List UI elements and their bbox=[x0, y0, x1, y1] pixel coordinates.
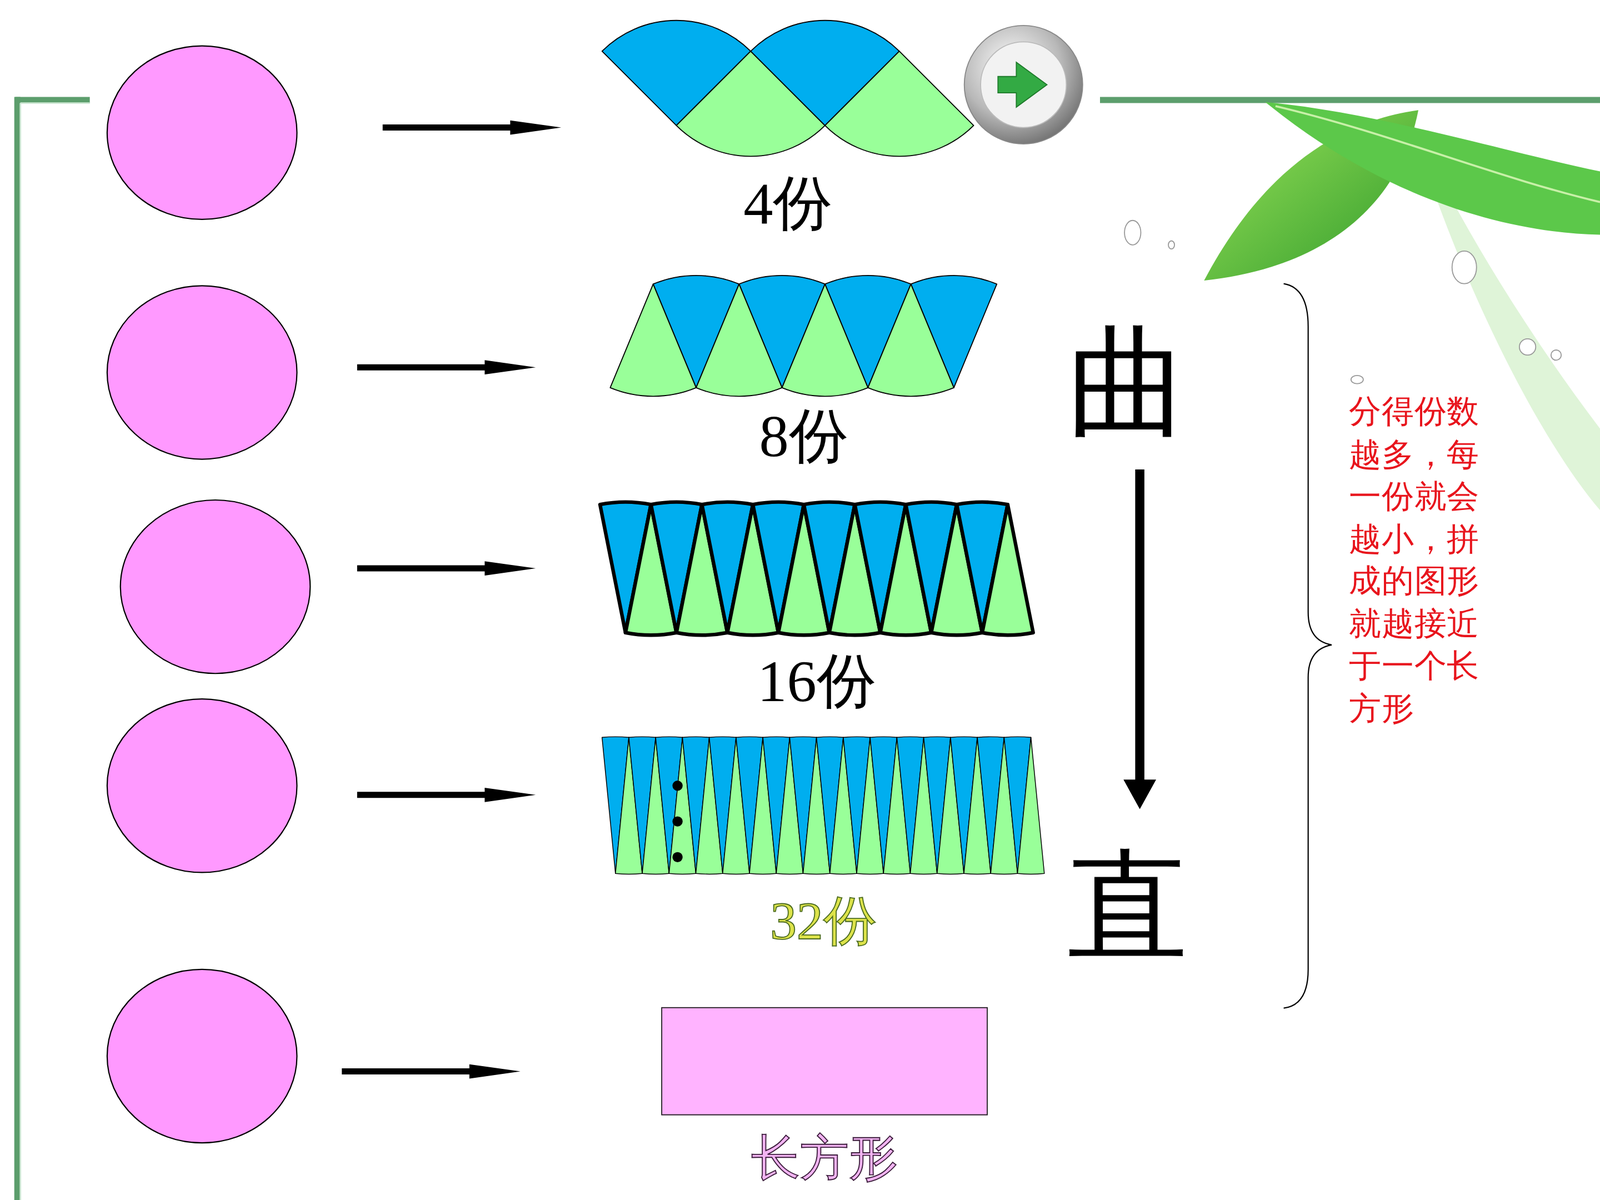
pink-circle bbox=[107, 698, 298, 873]
water-drop bbox=[1452, 251, 1477, 284]
arrow-head bbox=[484, 360, 536, 375]
arrow-head bbox=[510, 120, 562, 135]
frame-line bbox=[19, 103, 22, 1200]
sector-arrangement: 16份 bbox=[600, 502, 1034, 724]
sector-outline bbox=[610, 275, 997, 397]
frame bbox=[15, 96, 1600, 1200]
circle-sector bbox=[825, 51, 974, 157]
arrow-line bbox=[357, 791, 495, 798]
circles bbox=[107, 46, 311, 1143]
arrow-line bbox=[357, 364, 495, 371]
arrow-line bbox=[341, 1068, 480, 1075]
shape-caption: 8份 bbox=[610, 401, 997, 473]
circle-sector bbox=[982, 504, 1034, 635]
water-drop bbox=[1519, 338, 1536, 355]
water-drop bbox=[1168, 240, 1175, 249]
circle-sector bbox=[867, 283, 954, 397]
frame-line bbox=[1100, 96, 1600, 103]
leaf bbox=[1265, 102, 1600, 235]
arrow-head bbox=[1123, 779, 1157, 809]
sector-outline bbox=[602, 20, 974, 157]
leaf-vein bbox=[1275, 106, 1600, 203]
frame-line bbox=[15, 96, 90, 103]
sector-arrangement: 32份 bbox=[602, 736, 1045, 959]
circle-sector bbox=[782, 283, 869, 397]
ellipsis-dot bbox=[672, 816, 683, 827]
arrow-line bbox=[1135, 469, 1145, 786]
pink-circle bbox=[120, 500, 311, 674]
rectangle-shape: 长方形 bbox=[661, 1007, 988, 1193]
arrow-line bbox=[382, 124, 521, 131]
row-arrows bbox=[341, 120, 562, 1079]
explanation-note: 分得份数越多，每一份就会越小，拼成的图形就越接近于一个长方形 bbox=[1348, 390, 1483, 730]
water-drop bbox=[1124, 220, 1141, 245]
circle-sector bbox=[696, 283, 783, 397]
shape-caption: 长方形 bbox=[661, 1128, 988, 1188]
circle-sector bbox=[1017, 737, 1045, 874]
shape-caption: 4份 bbox=[602, 168, 974, 240]
shape-caption: 16份 bbox=[600, 646, 1034, 718]
sector-arrangement: 4份 bbox=[602, 20, 974, 246]
ellipsis-dot bbox=[672, 852, 683, 863]
water-drop bbox=[1351, 375, 1364, 384]
arrow-head bbox=[469, 1064, 521, 1079]
circle-sector bbox=[610, 283, 697, 397]
button-arrow bbox=[997, 62, 1047, 108]
frame-line bbox=[14, 96, 21, 1200]
brace bbox=[1283, 283, 1332, 1009]
pink-circle bbox=[107, 285, 298, 459]
shape-caption: 32份 bbox=[602, 889, 1045, 954]
water-drop bbox=[1551, 350, 1562, 360]
rectangle-fill bbox=[661, 1007, 988, 1116]
arrow-head bbox=[484, 787, 536, 803]
button-face bbox=[980, 41, 1067, 128]
button-ring bbox=[964, 25, 1083, 144]
curve-word: 曲 bbox=[1061, 311, 1194, 456]
arrow-head bbox=[484, 561, 536, 576]
pink-circle bbox=[107, 969, 298, 1143]
sector-outline bbox=[600, 502, 1034, 636]
next-button bbox=[964, 25, 1083, 144]
frame-line bbox=[20, 102, 90, 104]
sector-arrangement: 8份 bbox=[610, 275, 997, 479]
pink-circle bbox=[107, 46, 298, 220]
straight-word: 直 bbox=[1061, 834, 1194, 979]
curve-to-straight-arrow bbox=[1123, 469, 1157, 810]
ellipsis-dot bbox=[672, 780, 683, 791]
sector-outline bbox=[602, 736, 1045, 874]
arrow-line bbox=[357, 565, 495, 572]
